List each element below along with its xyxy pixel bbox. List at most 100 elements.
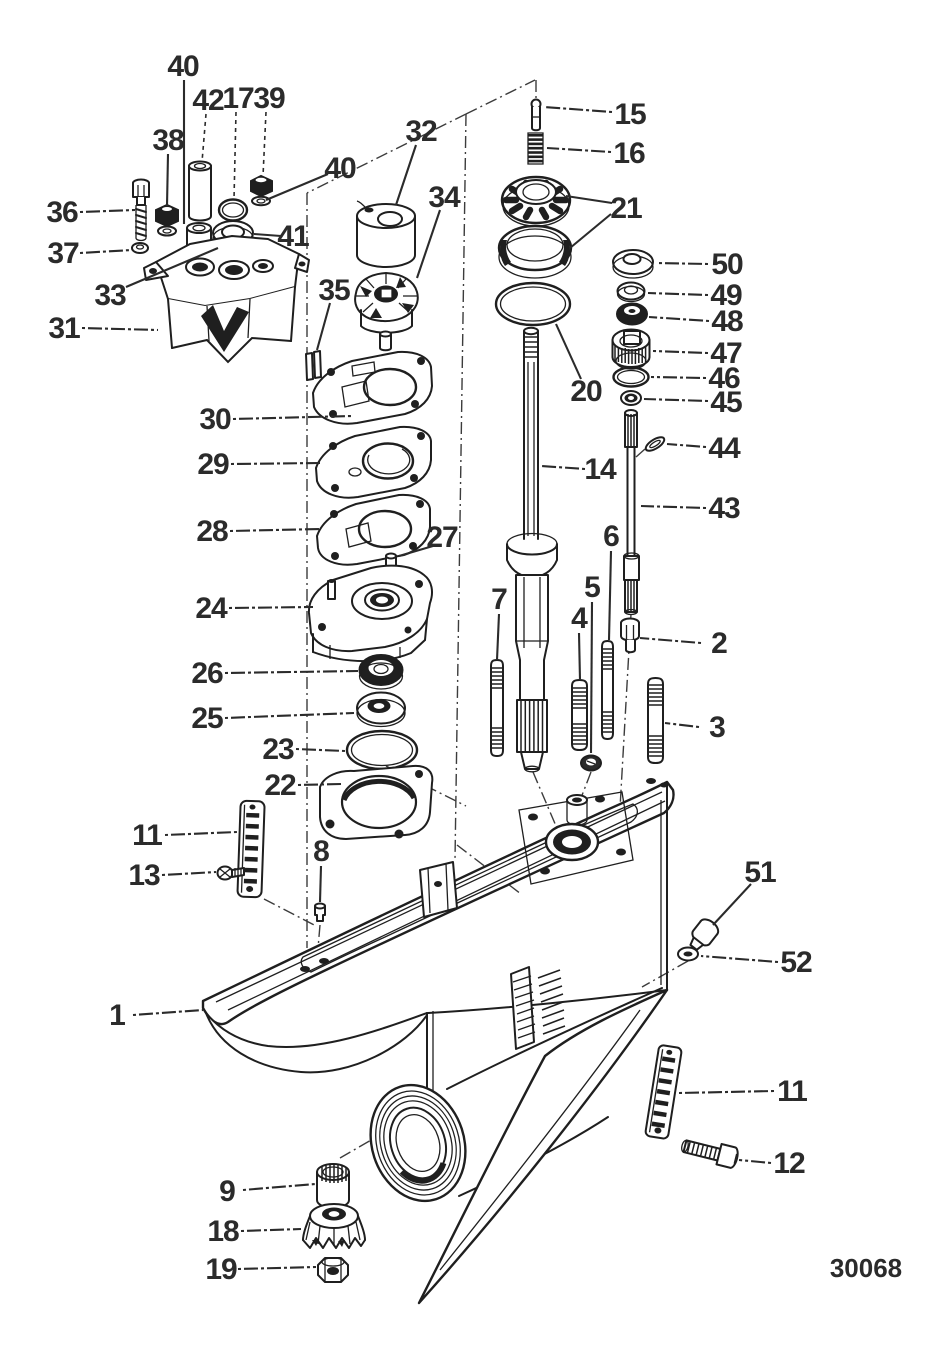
washer-37 xyxy=(131,242,149,254)
o-ring-20 xyxy=(494,281,572,327)
leader-line-8 xyxy=(318,865,323,903)
callout-50: 50 xyxy=(711,248,743,281)
stud-3 xyxy=(647,677,664,764)
leader-line-36 xyxy=(79,208,136,214)
callout-25: 25 xyxy=(191,702,223,735)
leader-line-37 xyxy=(79,248,133,255)
washer-40-right xyxy=(251,195,271,207)
callout-4: 4 xyxy=(571,602,588,635)
water-pump-base-31 xyxy=(143,235,310,364)
o-ring-23 xyxy=(345,729,419,771)
leader-line-6 xyxy=(607,550,613,641)
callout-39: 39 xyxy=(253,82,285,115)
leader-line-43 xyxy=(640,504,707,510)
anode-bolt-12 xyxy=(681,1139,739,1169)
callout-31: 31 xyxy=(48,312,80,345)
callout-12: 12 xyxy=(773,1147,805,1180)
leader-line-40 xyxy=(265,173,329,201)
leader-line-14 xyxy=(540,464,586,471)
driveshaft-14 xyxy=(506,326,558,773)
leader-line-4 xyxy=(577,632,582,681)
anode-plate-11-right xyxy=(644,1044,683,1140)
callout-52: 52 xyxy=(780,946,812,979)
seal-carrier-47 xyxy=(611,328,651,370)
seal-carrier-25 xyxy=(356,691,406,728)
callout-15: 15 xyxy=(614,98,646,131)
callout-37: 37 xyxy=(47,237,79,270)
callout-49: 49 xyxy=(710,279,742,312)
callout-6: 6 xyxy=(603,520,619,553)
o-ring-17 xyxy=(217,198,249,222)
leader-line-34 xyxy=(416,209,441,279)
callout-7: 7 xyxy=(491,583,507,616)
leader-line-18 xyxy=(240,1227,302,1233)
leader-line-20 xyxy=(555,323,582,380)
callout-11: 11 xyxy=(777,1075,807,1108)
leader-line-15 xyxy=(543,105,613,114)
leader-line-21 xyxy=(565,194,613,205)
leader-line-45 xyxy=(643,397,709,403)
callout-44: 44 xyxy=(708,432,741,465)
leader-line-49 xyxy=(647,291,709,297)
callout-40: 40 xyxy=(324,152,356,185)
retainer-clip-44 xyxy=(644,436,666,452)
shift-shaft-43 xyxy=(623,409,640,616)
callout-43: 43 xyxy=(708,492,740,525)
washer-5 xyxy=(580,754,602,772)
leader-line-26 xyxy=(224,669,359,675)
pivot-pin-8 xyxy=(314,902,326,922)
callout-41: 41 xyxy=(277,220,309,253)
callout-26: 26 xyxy=(191,657,223,690)
leader-line-39 xyxy=(262,111,267,177)
callout-46: 46 xyxy=(708,362,740,395)
stud-4 xyxy=(571,679,588,751)
callout-29: 29 xyxy=(197,448,229,481)
callout-11: 11 xyxy=(132,819,162,852)
spring-16 xyxy=(527,132,544,165)
leader-line-21 xyxy=(569,213,612,249)
leader-line-17 xyxy=(233,111,237,200)
nut-39 xyxy=(250,174,273,198)
bolt-2 xyxy=(620,617,640,654)
gasket-30 xyxy=(312,350,433,425)
leader-line-30 xyxy=(232,414,353,421)
callout-27: 27 xyxy=(426,521,458,554)
gasket-22 xyxy=(319,764,434,840)
impeller-key-35 xyxy=(305,350,322,381)
stud-7 xyxy=(490,659,504,757)
callout-51: 51 xyxy=(744,856,776,889)
callout-18: 18 xyxy=(207,1215,239,1248)
leader-line-29 xyxy=(230,461,321,466)
alignment-datum-lines xyxy=(263,79,689,1159)
washer-49 xyxy=(616,281,646,303)
callout-13: 13 xyxy=(128,859,160,892)
callout-20: 20 xyxy=(570,375,602,408)
leader-line-51 xyxy=(712,883,752,926)
callout-32: 32 xyxy=(405,115,437,148)
needle-bearing-9 xyxy=(316,1163,350,1209)
leader-line-27 xyxy=(398,544,434,558)
leader-line-50 xyxy=(655,261,709,266)
leader-line-28 xyxy=(229,527,321,533)
leader-line-52 xyxy=(700,954,779,964)
callout-19: 19 xyxy=(205,1253,237,1286)
leader-line-41 xyxy=(253,232,282,238)
bearing-race-21 xyxy=(497,224,573,279)
callout-8: 8 xyxy=(313,835,329,868)
callout-14: 14 xyxy=(584,453,617,486)
leader-line-9 xyxy=(242,1182,316,1192)
leader-line-35 xyxy=(315,302,332,351)
locating-pin-15 xyxy=(530,98,542,132)
callout-38: 38 xyxy=(152,124,184,157)
callout-48: 48 xyxy=(711,305,743,338)
leader-line-22 xyxy=(297,782,342,787)
callout-45: 45 xyxy=(710,386,742,419)
leader-line-44 xyxy=(666,442,707,449)
leader-line-46 xyxy=(650,375,707,380)
tapered-bearing-21 xyxy=(500,175,572,227)
callout-24: 24 xyxy=(195,592,228,625)
torpedo-bell-mouth xyxy=(369,1083,467,1203)
pump-insert-cup-32 xyxy=(356,200,416,268)
anode-screw-13 xyxy=(216,865,245,881)
